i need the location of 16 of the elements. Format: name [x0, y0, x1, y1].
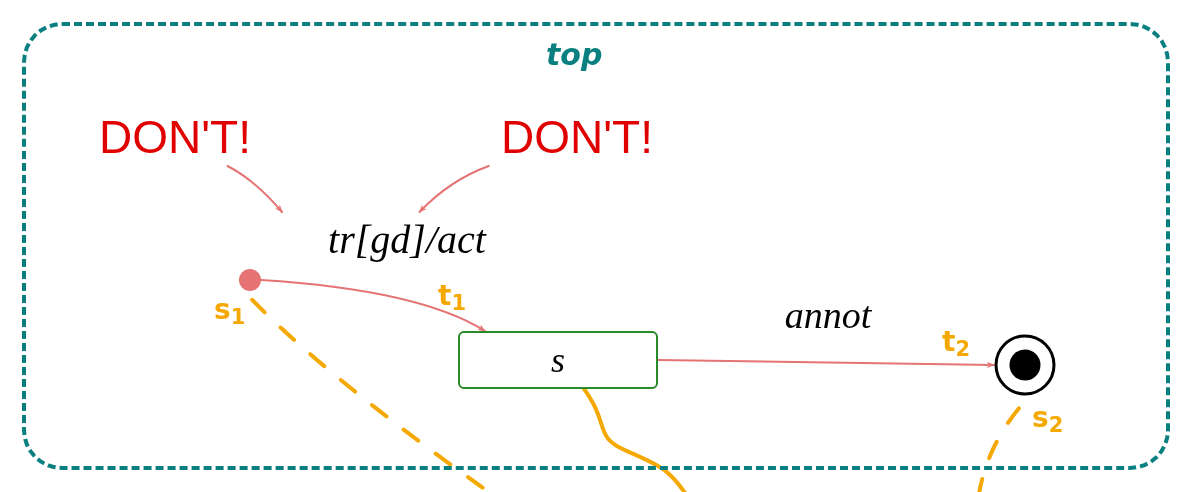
annotation-text: s$_{1}$ — [214, 296, 246, 324]
transition-arrow — [418, 165, 490, 213]
state-name: top — [546, 36, 603, 74]
warning-text: DON'T! — [472, 108, 682, 166]
warning-text: DON'T! — [70, 108, 280, 166]
transition-arrow — [226, 165, 283, 213]
annotation-text: t$_{2}$ — [942, 328, 970, 356]
final-state-circle — [994, 334, 1056, 396]
annotation-text: s$_{2}$ — [1032, 404, 1064, 432]
initial-state-dot — [239, 269, 261, 291]
annotation-text: t$_{1}$ — [438, 282, 466, 310]
state-box: s — [458, 331, 658, 389]
transition-arrow — [260, 279, 486, 332]
transition-label: tr[gd]/act — [282, 212, 532, 268]
transition-arrow — [657, 359, 995, 369]
annotation-line — [976, 406, 1021, 492]
